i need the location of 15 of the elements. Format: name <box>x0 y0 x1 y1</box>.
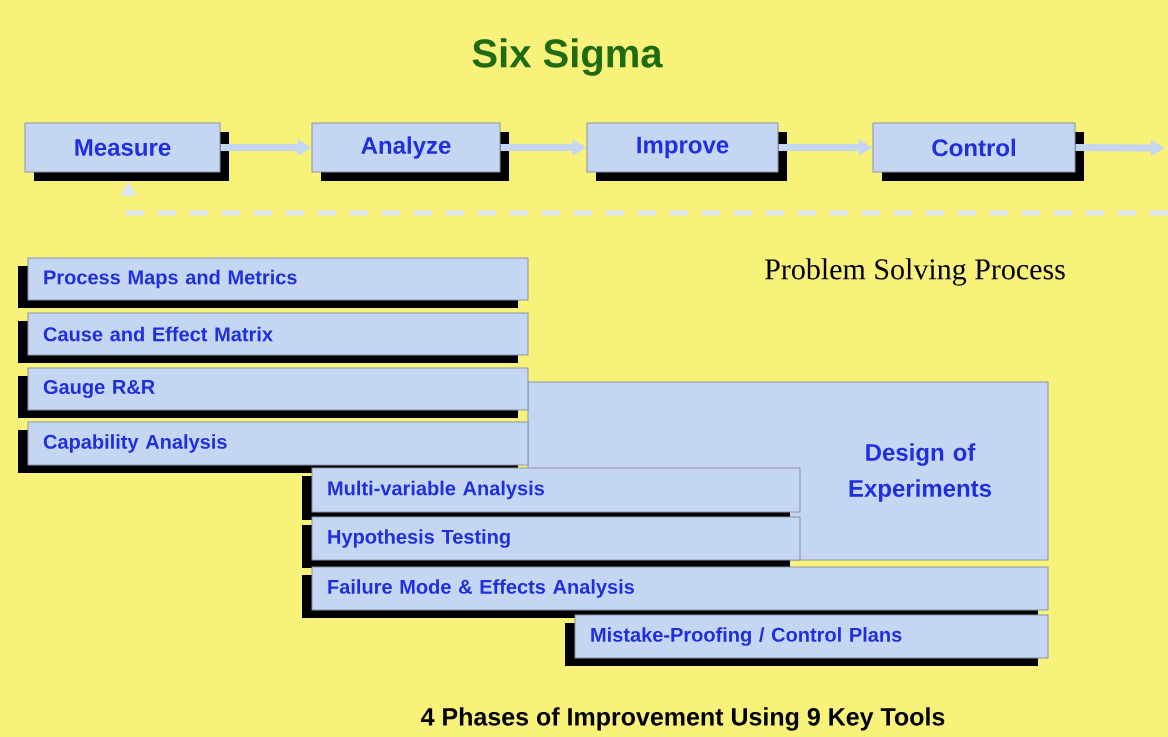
tool-bar: Hypothesis Testing <box>302 516 801 568</box>
caption: 4 Phases of Improvement Using 9 Key Tools <box>421 707 945 731</box>
tool-bar: Failure Mode & Effects Analysis <box>302 566 1049 618</box>
title: Six Sigma <box>472 38 663 76</box>
phase-box: Measure <box>24 122 229 181</box>
tool-bar: Cause and Effect Matrix <box>18 312 529 363</box>
phase-box: Improve <box>586 122 787 181</box>
phase-box: Analyze <box>311 122 509 181</box>
tool-bar: Capability Analysis <box>18 421 529 473</box>
tool-bar: Gauge R&R <box>18 367 529 418</box>
tool-bar: Mistake-Proofing / Control Plans <box>565 614 1049 666</box>
process-label: Problem Solving Process <box>765 258 1065 286</box>
tool-bar: Multi-variable Analysis <box>302 467 801 520</box>
tool-bar: Process Maps and Metrics <box>18 257 529 308</box>
phase-box: Control <box>872 122 1084 181</box>
